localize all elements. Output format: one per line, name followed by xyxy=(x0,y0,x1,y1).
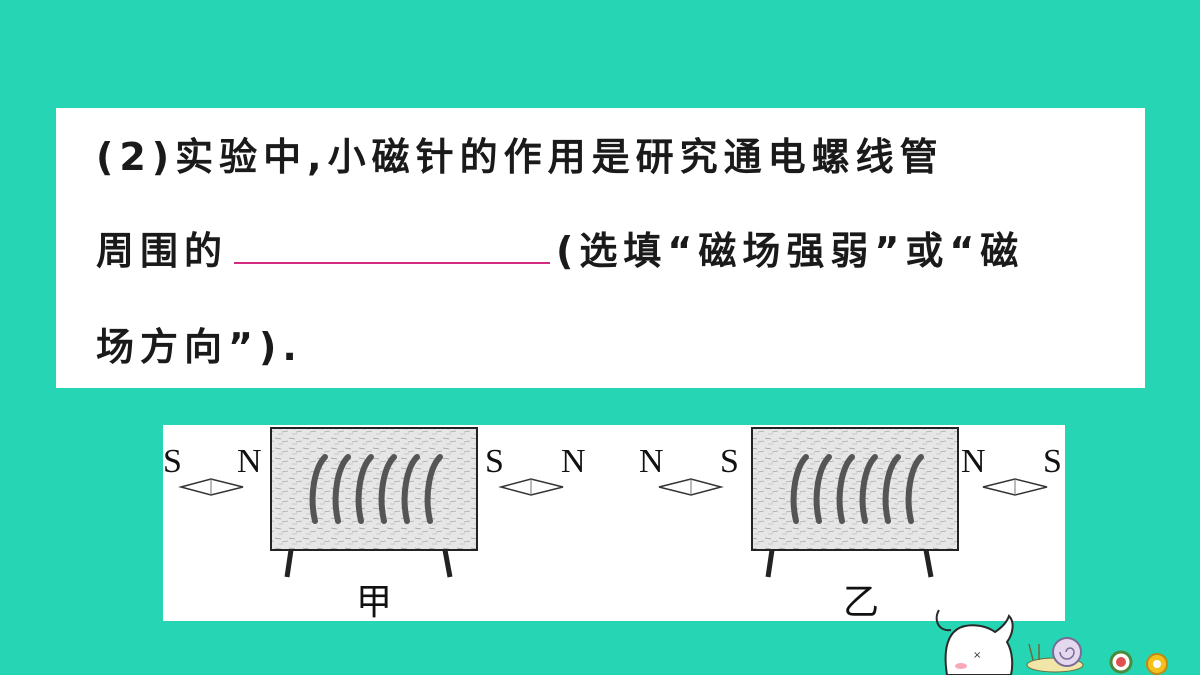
question-line-3: 场方向”). xyxy=(96,325,303,369)
snail-icon xyxy=(1026,637,1084,673)
board-yi xyxy=(751,427,959,551)
pole-label: N xyxy=(639,443,664,480)
board-leg-right-jia xyxy=(442,549,453,578)
figure-jia xyxy=(178,427,564,578)
figure-label-jia: 甲 xyxy=(356,582,393,623)
board-leg-left-yi xyxy=(765,549,775,578)
board-jia xyxy=(270,427,478,551)
pole-label: S xyxy=(485,443,504,480)
coil-yi xyxy=(790,454,924,524)
board-leg-left-jia xyxy=(284,549,294,578)
mascot-decoration: × xyxy=(935,609,1168,675)
figure-yi xyxy=(658,427,1048,578)
line-2-prefix: 周围的 xyxy=(96,229,229,273)
answer-blank[interactable] xyxy=(234,232,551,264)
board-leg-right-yi xyxy=(923,549,934,578)
flower-icon xyxy=(1109,650,1168,675)
question-card: (2)实验中,小磁针的作用是研究通电螺线管 周围的 (选填“磁场强弱”或“磁 场方… xyxy=(56,108,1145,388)
solenoid-diagram xyxy=(178,427,1048,578)
bunny-icon: × xyxy=(935,609,1014,675)
compass-needle-left-jia xyxy=(178,478,244,496)
figure-label-yi: 乙 xyxy=(843,582,880,623)
svg-text:×: × xyxy=(973,650,981,661)
compass-needle-left-yi xyxy=(658,478,724,496)
line-2-suffix: (选填“磁场强弱”或“磁 xyxy=(556,229,1025,273)
question-line-2: 周围的 (选填“磁场强弱”或“磁 xyxy=(96,220,1024,275)
pole-label: S xyxy=(1043,443,1062,480)
question-line-1: (2)实验中,小磁针的作用是研究通电螺线管 xyxy=(96,135,944,179)
pole-label: N xyxy=(561,443,586,480)
pole-label: N xyxy=(961,443,986,480)
pole-label: N xyxy=(237,443,262,480)
compass-needle-right-jia xyxy=(498,478,564,496)
coil-jia xyxy=(309,454,443,524)
pole-label: S xyxy=(163,443,182,480)
pole-label: S xyxy=(720,443,739,480)
figure-panel: S N S N 甲 N S N S 乙 xyxy=(163,425,1065,621)
